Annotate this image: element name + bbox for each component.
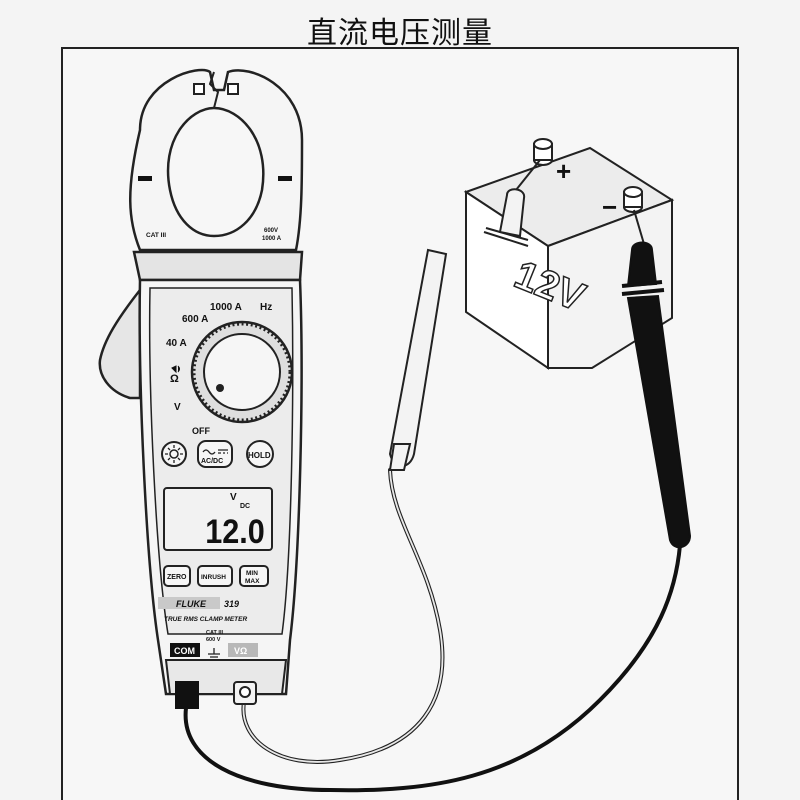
- dc-symbol-icon: [218, 449, 228, 454]
- vohm-plug[interactable]: [233, 681, 257, 705]
- backlight-button[interactable]: [161, 441, 187, 467]
- black-lead-wire: [183, 543, 682, 793]
- hold-button[interactable]: HOLD: [246, 440, 274, 468]
- model-number: 319: [224, 599, 239, 609]
- acdc-button[interactable]: AC/DC: [197, 440, 233, 468]
- range-ohm-label: Ω: [170, 373, 179, 385]
- jaw-warning-icon: [193, 83, 205, 95]
- rotary-selector-dial[interactable]: [190, 320, 294, 424]
- minmax-button[interactable]: MIN MAX: [239, 565, 269, 587]
- diagram-title: 直流电压测量: [307, 16, 493, 51]
- range-40a-label: 40 A: [166, 338, 187, 349]
- com-plug-black[interactable]: [175, 681, 199, 709]
- sun-icon: [169, 449, 179, 459]
- battery-minus-sign: −: [602, 192, 617, 222]
- jaw-cat-rating: CAT III: [146, 232, 166, 239]
- display-mode: DC: [240, 503, 250, 510]
- lcd-display: V DC 12.0: [163, 487, 273, 551]
- range-volt-label: V: [174, 402, 181, 413]
- jaw-alignment-mark: [278, 176, 292, 181]
- max-label: MAX: [245, 578, 260, 585]
- red-test-probe: [388, 159, 541, 471]
- range-600a-label: 600 A: [182, 314, 208, 325]
- range-off-label: OFF: [192, 426, 210, 436]
- jaw-trigger-lever[interactable]: [98, 286, 142, 400]
- vohm-jack-label: VΩ: [234, 646, 247, 656]
- battery-plus-sign: +: [556, 156, 571, 186]
- com-jack-label: COM: [174, 646, 195, 656]
- acdc-button-label: AC/DC: [201, 458, 223, 465]
- range-1000a-label: 1000 A: [210, 302, 242, 313]
- display-reading: 12.0: [205, 513, 265, 551]
- black-test-probe: [621, 209, 692, 549]
- zero-button-label: ZERO: [167, 574, 187, 581]
- vohm-label-plate: [228, 643, 258, 657]
- ground-symbol-icon: [208, 648, 220, 661]
- brand-logo: FLUKE: [176, 599, 207, 609]
- continuity-beep-icon: [171, 365, 180, 374]
- red-lead-wire: [242, 469, 444, 763]
- inrush-button[interactable]: INRUSH: [197, 565, 233, 587]
- clamp-meter: CAT III 600V 1000 A 1000 A Hz 600 A 40 A…: [98, 68, 304, 709]
- jaw-rating-v: 600V: [264, 228, 278, 234]
- jaw-opening: [166, 106, 265, 238]
- inrush-button-label: INRUSH: [201, 574, 226, 581]
- meter-subtitle: TRUE RMS CLAMP METER: [164, 616, 247, 623]
- hand-guard: [132, 250, 304, 282]
- min-label: MIN: [246, 570, 258, 577]
- com-label-plate: [170, 643, 200, 657]
- jaw-alignment-mark: [138, 176, 152, 181]
- zero-button[interactable]: ZERO: [163, 565, 191, 587]
- range-hz-label: Hz: [260, 302, 272, 313]
- battery-positive-terminal: [533, 138, 553, 166]
- jaw-warning-icon: [227, 83, 239, 95]
- jack-cat-rating: CAT III: [206, 630, 223, 636]
- hold-button-label: HOLD: [248, 451, 271, 460]
- jack-voltage-rating: 600 V: [206, 637, 221, 643]
- brand-plate: [158, 597, 220, 609]
- jaw-rating-a: 1000 A: [262, 236, 282, 242]
- battery-negative-terminal: [623, 186, 643, 213]
- display-unit: V: [230, 492, 237, 503]
- dial-pointer: [216, 384, 224, 392]
- ac-wave-icon: [202, 449, 216, 455]
